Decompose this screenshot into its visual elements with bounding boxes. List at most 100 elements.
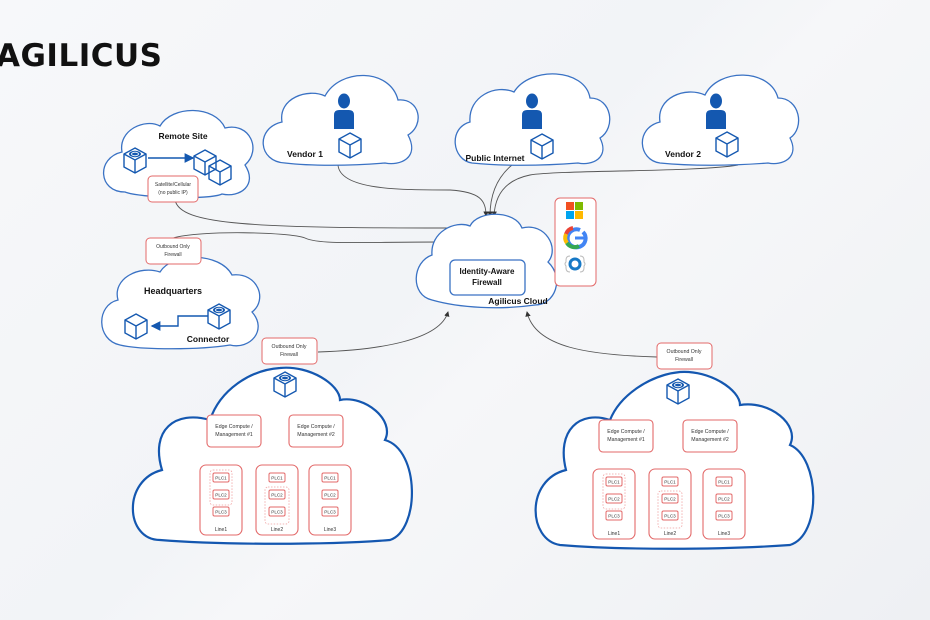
edge-compute-label: Edge Compute / <box>215 424 253 430</box>
edge-compute-sublabel: Management #2 <box>297 432 335 438</box>
line-vendor1-to-cloud <box>337 164 489 217</box>
plc-box: PLC2 <box>605 493 623 504</box>
edge-compute-box: Edge Compute / Management #1 <box>206 414 262 448</box>
plc-box: PLC1 <box>715 476 733 487</box>
plc-group <box>264 486 290 525</box>
connector-label: Connector <box>187 334 230 344</box>
plc-label: PLC1 <box>718 479 730 484</box>
plc-box: PLC1 <box>605 476 623 487</box>
plc-box: PLC1 <box>268 472 286 483</box>
plc-label: PLC2 <box>215 492 227 497</box>
plc-box: PLC3 <box>212 506 230 517</box>
plc-label: PLC3 <box>608 513 620 518</box>
public-internet-cloud: Public Internet <box>454 73 611 166</box>
plc-box: PLC2 <box>212 489 230 500</box>
edge-compute-sublabel: Management #1 <box>607 437 645 443</box>
site-left-firewall-label: Outbound Only <box>272 344 307 350</box>
edge-compute-sublabel: Management #2 <box>691 437 729 443</box>
edge-compute-label: Edge Compute / <box>691 429 729 435</box>
plc-box: PLC1 <box>661 476 679 487</box>
line-hq-to-cloud <box>172 232 441 245</box>
plc-label: PLC3 <box>215 509 227 514</box>
plc-box: PLC1 <box>321 472 339 483</box>
identity-aware-firewall-box <box>449 259 526 296</box>
plc-label: PLC1 <box>215 475 227 480</box>
line-label: Line2 <box>271 527 283 533</box>
plc-label: PLC2 <box>664 496 676 501</box>
openid-icon <box>564 255 586 273</box>
line-site-left-to-cloud <box>317 311 450 353</box>
microsoft-icon <box>566 202 583 219</box>
plc-label: PLC3 <box>271 509 283 514</box>
plc-label: PLC3 <box>324 509 336 514</box>
plc-label: PLC1 <box>324 475 336 480</box>
vendor2-cloud: Vendor 2 <box>641 74 800 166</box>
plc-label: PLC1 <box>664 479 676 484</box>
plc-label: PLC1 <box>608 479 620 484</box>
line-label: Line3 <box>324 527 336 533</box>
line-internet-to-cloud <box>487 164 513 217</box>
plc-box: PLC3 <box>661 510 679 521</box>
remote-firewall-label: Satellite/Cellular <box>155 182 191 188</box>
hq-firewall-sublabel: Firewall <box>164 252 181 258</box>
plc-box: PLC3 <box>321 506 339 517</box>
plc-box: PLC1 <box>212 472 230 483</box>
plc-label: PLC2 <box>324 492 336 497</box>
remote-firewall-sublabel: (no public IP) <box>158 190 188 196</box>
line-label: Line1 <box>608 531 620 537</box>
plc-label: PLC2 <box>608 496 620 501</box>
line-vendor2-to-cloud <box>491 164 739 217</box>
plc-box: PLC3 <box>605 510 623 521</box>
site-right-cloud: Outbound Only Firewall Edge Compute / Man… <box>534 342 815 550</box>
site-left-firewall-sublabel: Firewall <box>280 352 298 358</box>
edge-compute-box: Edge Compute / Management #2 <box>682 419 738 453</box>
site-right-firewall-sublabel: Firewall <box>675 357 693 363</box>
plc-box: PLC2 <box>321 489 339 500</box>
iaf-label-2: Firewall <box>472 278 502 287</box>
edge-compute-label: Edge Compute / <box>607 429 645 435</box>
identity-providers-panel <box>554 197 597 287</box>
line-remote-to-cloud <box>174 199 461 231</box>
line-site-right-to-cloud <box>525 311 658 358</box>
hq-firewall-label: Outbound Only <box>156 244 190 250</box>
edge-compute-box: Edge Compute / Management #2 <box>288 414 344 448</box>
plc-box: PLC2 <box>268 489 286 500</box>
agilicus-cloud: Identity-Aware Firewall Agilicus Cloud <box>415 213 558 309</box>
plc-label: PLC2 <box>271 492 283 497</box>
hq-title: Headquarters <box>144 286 202 296</box>
plc-box: PLC3 <box>268 506 286 517</box>
remote-site-cloud: Remote Site Satellite/Cellular (no publi… <box>102 109 254 203</box>
edge-compute-label: Edge Compute / <box>297 424 335 430</box>
headquarters-cloud: Outbound Only Firewall Headquarters Conn… <box>101 237 261 350</box>
iaf-label-1: Identity-Aware <box>460 267 516 276</box>
remote-site-title: Remote Site <box>158 131 207 141</box>
site-right-firewall-label: Outbound Only <box>667 349 702 355</box>
plc-box: PLC3 <box>715 510 733 521</box>
plc-group <box>657 490 683 529</box>
agilicus-cloud-title: Agilicus Cloud <box>488 296 548 306</box>
edge-compute-box: Edge Compute / Management #1 <box>598 419 654 453</box>
line-label: Line1 <box>215 527 227 533</box>
agilicus-logo: AGILICUS <box>0 38 163 74</box>
plc-label: PLC3 <box>664 513 676 518</box>
vendor2-title: Vendor 2 <box>665 149 701 159</box>
vendor1-title: Vendor 1 <box>287 149 323 159</box>
plc-box: PLC2 <box>715 493 733 504</box>
public-internet-title: Public Internet <box>465 153 524 163</box>
line-label: Line3 <box>718 531 730 537</box>
connection-lines <box>172 164 739 358</box>
google-icon <box>563 226 588 250</box>
site-left-cloud: Outbound Only Firewall Edge Compute / Man… <box>131 337 413 545</box>
plc-label: PLC2 <box>718 496 730 501</box>
edge-compute-sublabel: Management #1 <box>215 432 253 438</box>
plc-label: PLC3 <box>718 513 730 518</box>
line-label: Line2 <box>664 531 676 537</box>
plc-box: PLC2 <box>661 493 679 504</box>
